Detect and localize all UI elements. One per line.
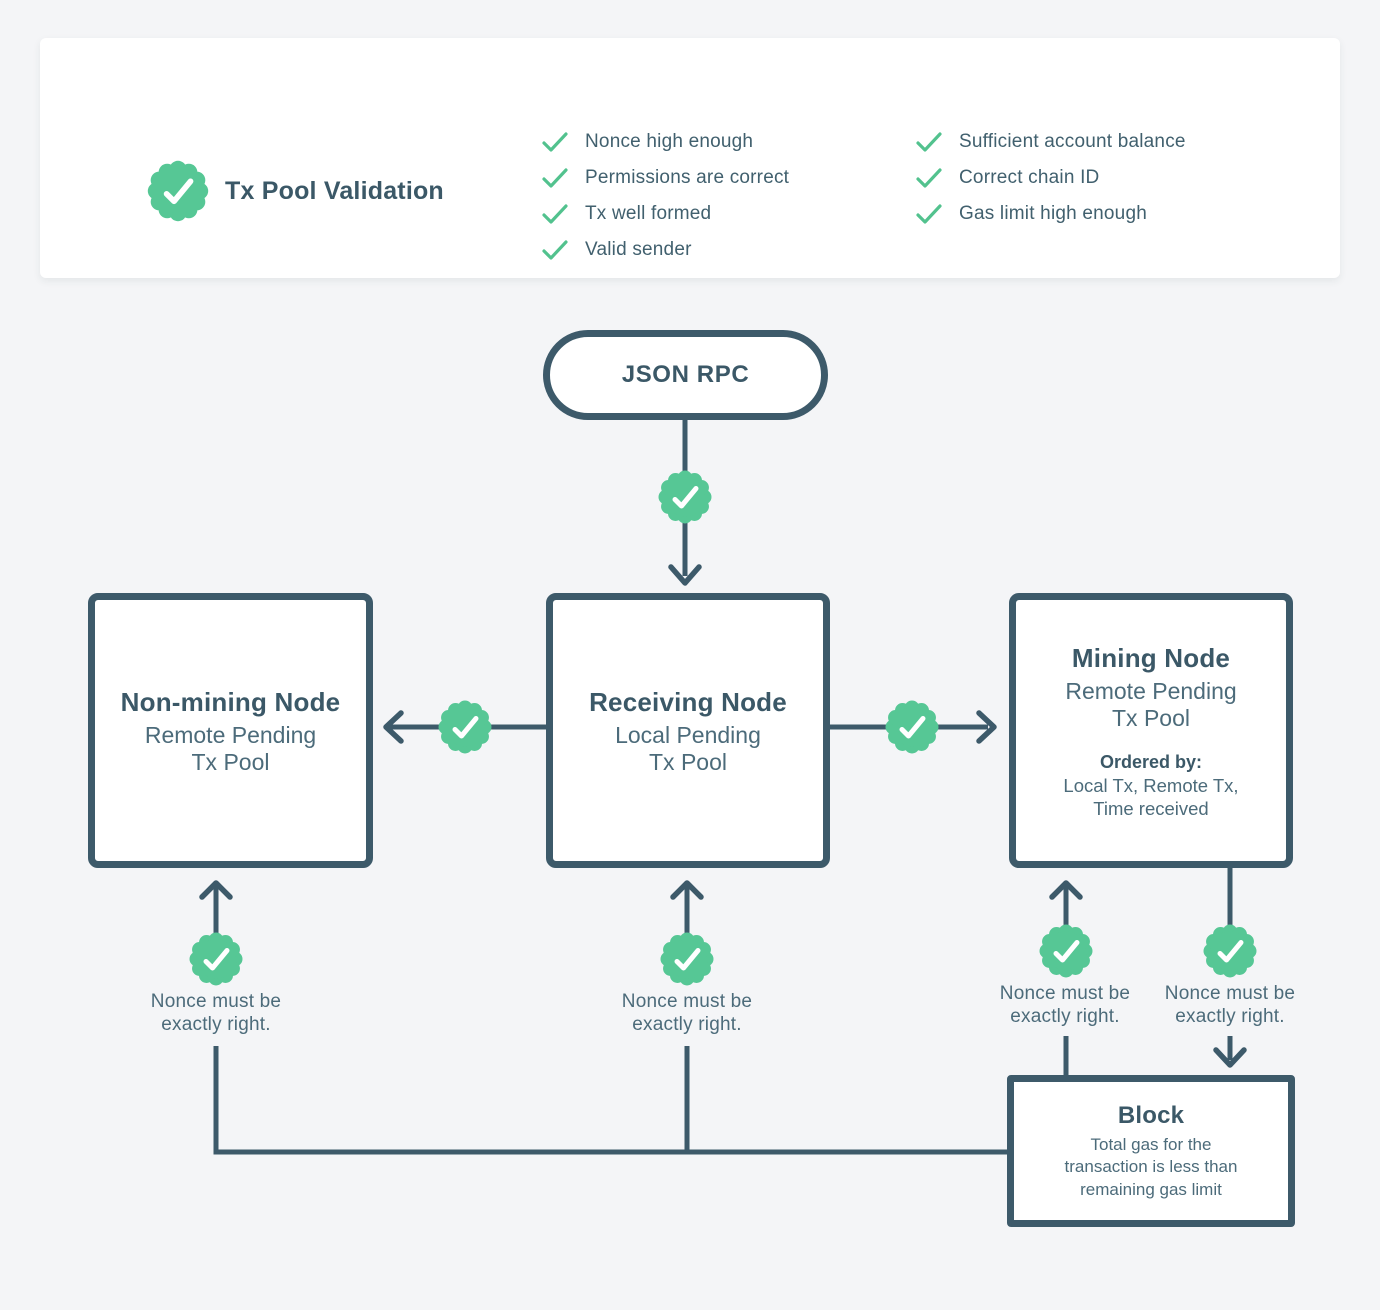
node-title: Receiving Node	[589, 686, 787, 717]
checklist-item: Valid sender	[542, 232, 789, 268]
node-receiving: Receiving Node Local Pending Tx Pool	[546, 593, 830, 868]
node-block: Block Total gas for the transaction is l…	[1007, 1075, 1295, 1227]
node-title: Mining Node	[1071, 642, 1231, 673]
json-rpc-label: JSON RPC	[621, 361, 750, 388]
seal-check-icon	[143, 156, 213, 226]
check-icon	[542, 132, 568, 152]
checklist-label: Nonce high enough	[585, 131, 754, 152]
seal-check-icon	[661, 933, 714, 986]
node-mining: Mining Node Remote Pending Tx Pool Order…	[1009, 593, 1293, 868]
checklist-item: Correct chain ID	[916, 160, 1186, 196]
seal-check-icon	[659, 471, 712, 524]
checklist-item: Nonce high enough	[542, 124, 789, 160]
check-icon	[916, 132, 942, 152]
edge-note: Nonce must be exactly right.	[150, 991, 282, 1035]
legend-title: Tx Pool Validation	[225, 177, 444, 205]
ordered-by-label: Ordered by:	[1099, 751, 1202, 772]
node-subtitle: Remote Pending Tx Pool	[144, 721, 317, 775]
check-icon	[542, 204, 568, 224]
checklist-item: Sufficient account balance	[916, 124, 1186, 160]
json-rpc-node: JSON RPC	[543, 330, 828, 420]
checklist-item: Tx well formed	[542, 196, 789, 232]
checklist-label: Tx well formed	[585, 203, 712, 224]
checklist-column-2: Sufficient account balance Correct chain…	[916, 124, 1186, 232]
checklist-label: Valid sender	[585, 239, 692, 260]
seal-check-icon	[1204, 925, 1257, 978]
node-title: Block	[1117, 1101, 1185, 1129]
legend-card: Tx Pool Validation Nonce high enough Per…	[40, 38, 1340, 278]
checklist-label: Sufficient account balance	[959, 131, 1186, 152]
seal-check-icon	[1040, 925, 1093, 978]
checklist-item: Permissions are correct	[542, 160, 789, 196]
checklist-label: Gas limit high enough	[959, 203, 1147, 224]
check-icon	[916, 168, 942, 188]
check-icon	[542, 240, 568, 260]
seal-check-icon	[190, 933, 243, 986]
ordered-by-section: Ordered by: Local Tx, Remote Tx, Time re…	[1063, 751, 1239, 819]
checklist-item: Gas limit high enough	[916, 196, 1186, 232]
check-icon	[542, 168, 568, 188]
edge-note: Nonce must be exactly right.	[1164, 983, 1296, 1027]
seal-check-icon	[886, 701, 939, 754]
checklist-column-1: Nonce high enough Permissions are correc…	[542, 124, 789, 268]
seal-check-icon	[439, 701, 492, 754]
edge-note: Nonce must be exactly right.	[621, 991, 753, 1035]
node-non-mining: Non-mining Node Remote Pending Tx Pool	[88, 593, 373, 868]
node-subtitle: Remote Pending Tx Pool	[1065, 677, 1237, 731]
edge-note: Nonce must be exactly right.	[999, 983, 1131, 1027]
node-subtitle: Local Pending Tx Pool	[615, 721, 761, 775]
node-title: Non-mining Node	[120, 686, 341, 717]
block-description: Total gas for the transaction is less th…	[1064, 1134, 1238, 1199]
checklist-label: Correct chain ID	[959, 167, 1100, 188]
check-icon	[916, 204, 942, 224]
checklist-label: Permissions are correct	[585, 167, 790, 188]
